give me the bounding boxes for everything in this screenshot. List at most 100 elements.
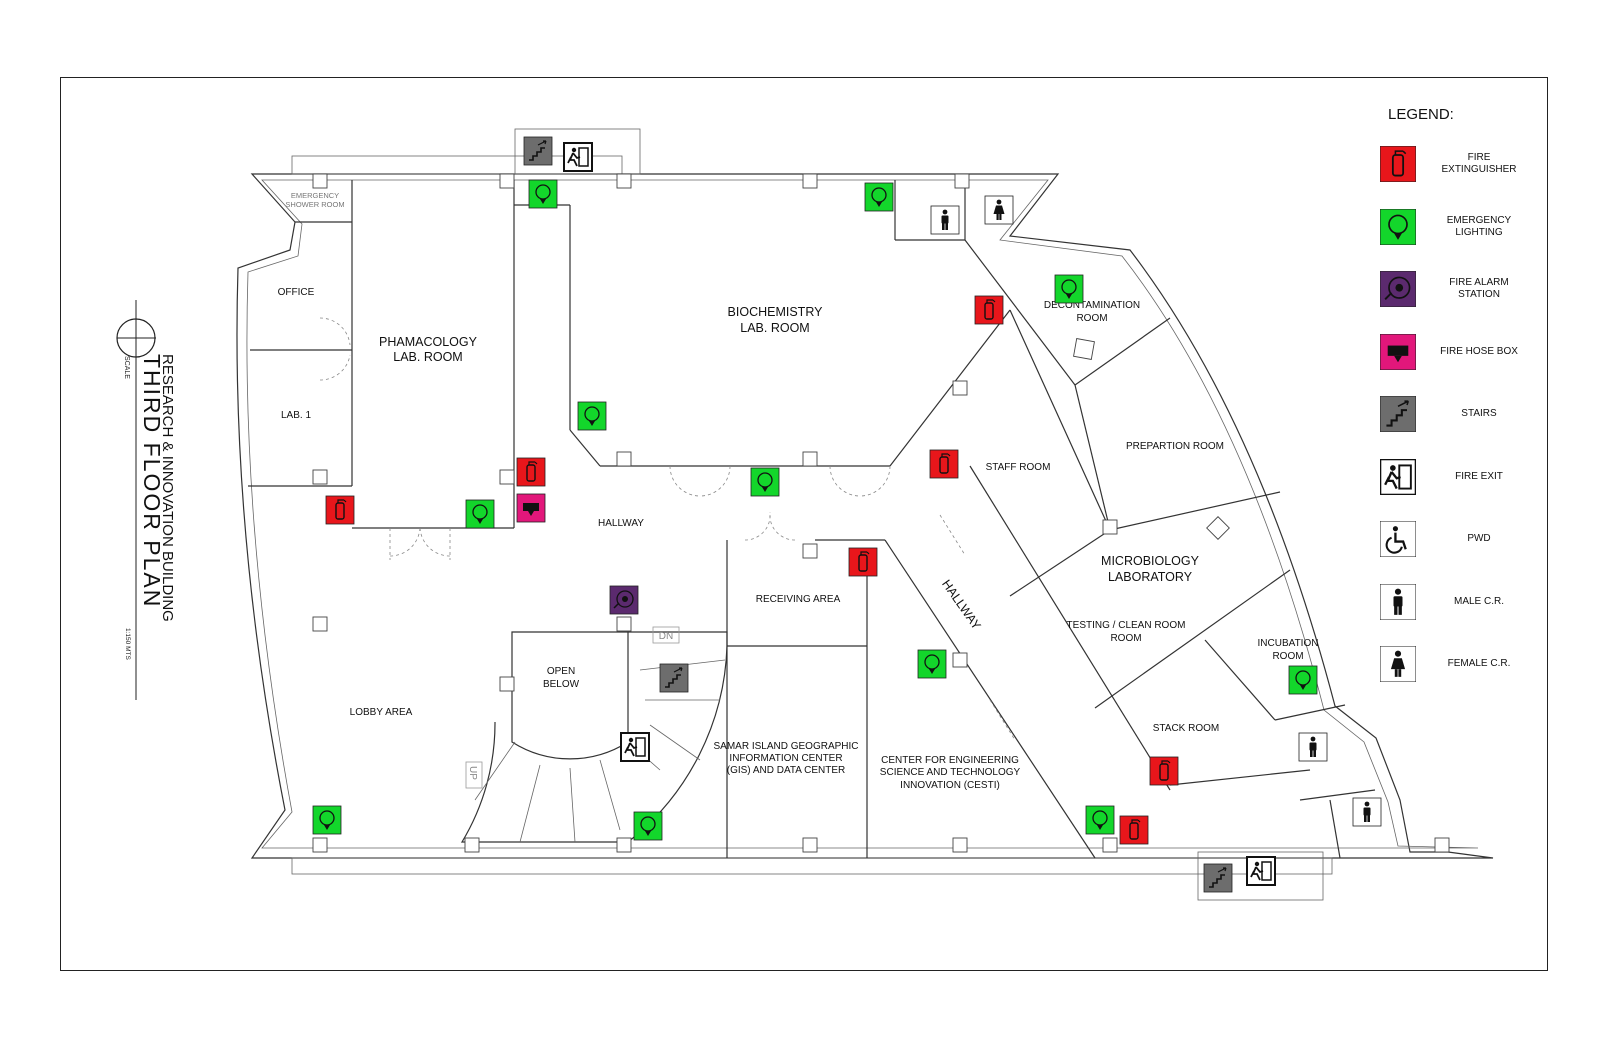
- wall-rr-1: [1274, 704, 1346, 721]
- dn-marker: [652, 626, 680, 644]
- legend-item-male-cr: MALE C.R.: [1380, 583, 1550, 622]
- room-label-preparation: PREPARTION ROOM: [1126, 441, 1224, 452]
- column: [616, 837, 632, 853]
- fire-hose-box-icon: [1380, 333, 1416, 370]
- column: [1206, 516, 1230, 540]
- room-label-stack: STACK ROOM: [1153, 723, 1219, 734]
- emergency-lighting-icon: [864, 182, 894, 212]
- column: [1073, 338, 1095, 360]
- column: [312, 616, 328, 632]
- column: [802, 173, 818, 189]
- fire-exit-icon: [1246, 856, 1276, 886]
- room-label-testing: TESTING / CLEAN ROOM: [1067, 620, 1186, 631]
- column: [1102, 519, 1118, 535]
- room-label-open-below: OPEN: [547, 666, 575, 677]
- door-receiving: [744, 511, 796, 541]
- room-label-incubation-2: ROOM: [1272, 651, 1303, 662]
- drawing-frame: [60, 77, 1548, 971]
- column: [616, 616, 632, 632]
- plan-title: THIRD FLOOR PLAN: [139, 354, 165, 608]
- legend-label: FIRE EXIT: [1455, 470, 1503, 482]
- legend-title: LEGEND:: [1388, 106, 1454, 123]
- legend-item-fire-exit: FIRE EXIT: [1380, 458, 1550, 497]
- fire-exit-icon: [1380, 458, 1416, 495]
- south-stair-well: [1197, 851, 1324, 901]
- legend-item-pwd: PWD: [1380, 521, 1550, 559]
- room-label-staff: STAFF ROOM: [986, 462, 1051, 473]
- column: [312, 173, 328, 189]
- stairs-icon: [523, 136, 553, 166]
- building-name: RESEARCH & INNOVATION BUILDING: [159, 354, 176, 622]
- scale-label: SCALE: [123, 356, 130, 379]
- room-label-lobby: LOBBY AREA: [350, 707, 413, 718]
- north-corridor: [291, 155, 623, 175]
- scale-value: 1:150 MTS: [124, 628, 131, 660]
- fire-extinguisher-icon: [1119, 815, 1149, 845]
- up-marker: [465, 761, 483, 789]
- door-biochem: [669, 465, 891, 497]
- title-block: SCALE RESEARCH & INNOVATION BUILDING THI…: [112, 296, 192, 700]
- female-cr-icon: [984, 195, 1014, 225]
- male-cr-icon: [1298, 732, 1328, 762]
- door-lab1: [319, 354, 351, 381]
- wall-decon-left: [964, 239, 1076, 386]
- fire-extinguisher-icon: [325, 495, 355, 525]
- wall-testing-bottom: [1094, 569, 1291, 709]
- male-cr-icon: [930, 205, 960, 235]
- fire-hose-box-icon: [516, 493, 546, 523]
- wall-hallway-diag-left: [884, 539, 1096, 859]
- emergency-lighting-icon: [577, 401, 607, 431]
- south-corridor: [291, 857, 1333, 875]
- room-label-gis-3: (GIS) AND DATA CENTER: [727, 765, 846, 776]
- room-label-shower: EMERGENCY: [291, 191, 339, 200]
- column: [464, 837, 480, 853]
- wall-staff-bottom: [1009, 529, 1111, 597]
- stairs-icon: [1203, 863, 1233, 893]
- wall-prep-left: [1074, 384, 1111, 531]
- open-below-void: [511, 631, 629, 760]
- room-label-pharmacology: PHAMACOLOGY: [379, 335, 478, 349]
- door-hallway-diag: [939, 514, 1016, 741]
- column: [616, 173, 632, 189]
- pwd-icon: [1380, 521, 1416, 557]
- structural-columns: [312, 173, 1450, 853]
- legend-item-fire-hose-box: FIRE HOSE BOX: [1380, 333, 1550, 372]
- title-block-graphic: SCALE RESEARCH & INNOVATION BUILDING THI…: [116, 296, 176, 700]
- legend-item-female-cr: FEMALE C.R.: [1380, 646, 1550, 684]
- room-label-open-below-2: BELOW: [543, 679, 580, 690]
- building-outline-inner: [246, 179, 1479, 849]
- legend-label: PWD: [1467, 533, 1491, 544]
- column: [1434, 837, 1450, 853]
- column: [952, 652, 968, 668]
- room-label-biochemistry: BIOCHEMISTRY: [728, 305, 824, 319]
- stairs-icon: [659, 663, 689, 693]
- column: [802, 543, 818, 559]
- fire-exit-icon: [620, 732, 650, 762]
- column: [499, 676, 515, 692]
- wall-rr-2: [1299, 789, 1376, 801]
- room-label-cesti: CENTER FOR ENGINEERING: [881, 755, 1019, 766]
- fire-alarm-station-icon: [609, 585, 639, 615]
- fire-extinguisher-icon: [974, 295, 1004, 325]
- legend-label: FIRE ALARM STATION: [1449, 277, 1509, 300]
- room-label-pharmacology-2: LAB. ROOM: [393, 350, 462, 364]
- room-label-decontamination-2: ROOM: [1076, 313, 1107, 324]
- wall-stack-bottom: [1169, 769, 1311, 786]
- room-label-gis-2: INFORMATION CENTER: [729, 753, 842, 764]
- fire-extinguisher-icon: [1149, 756, 1179, 786]
- wall-incubation-left: [1204, 639, 1276, 721]
- room-label-microbiology: MICROBIOLOGY: [1101, 554, 1200, 568]
- fire-extinguisher-icon: [516, 457, 546, 487]
- wall-hallway-diag-right: [969, 465, 1171, 791]
- column: [802, 837, 818, 853]
- female-cr-icon: [1380, 646, 1416, 682]
- column: [954, 173, 970, 189]
- fire-alarm-station-icon: [1380, 271, 1416, 307]
- fire-exit-icon: [563, 142, 593, 172]
- column: [499, 173, 515, 189]
- column: [312, 469, 328, 485]
- room-label-receiving: RECEIVING AREA: [756, 594, 841, 605]
- emergency-lighting-icon: [528, 179, 558, 209]
